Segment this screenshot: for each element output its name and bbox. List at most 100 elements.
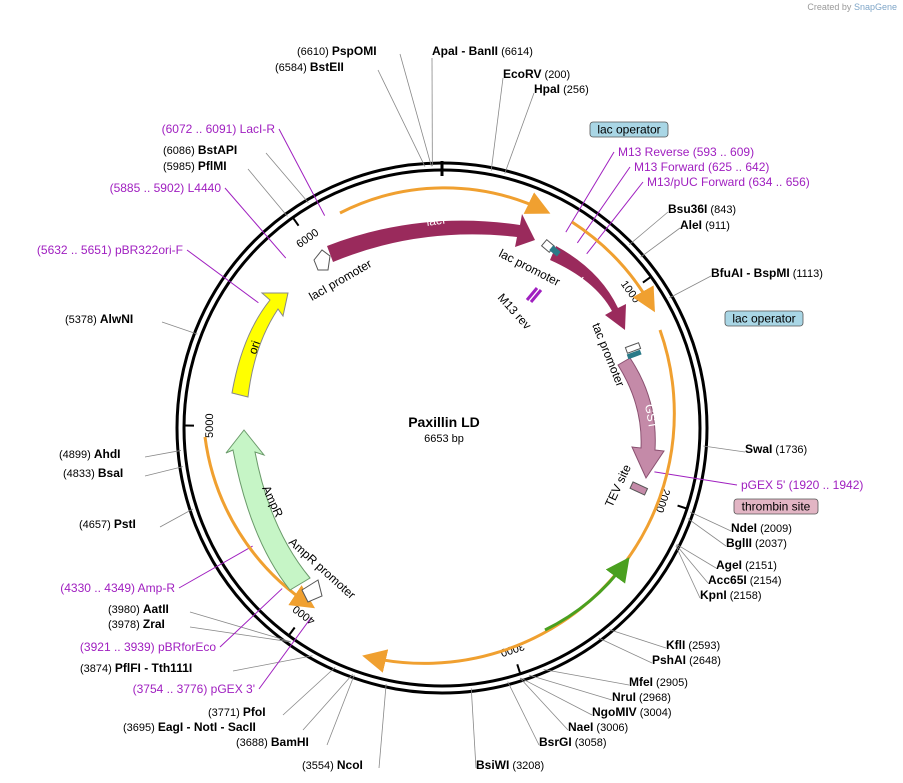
primer-leader-line <box>186 249 259 304</box>
feature-GST <box>617 357 665 480</box>
enzyme-site[interactable]: (3695) EagI - NotI - SacII <box>123 720 256 734</box>
primer-label[interactable]: (6072 .. 6091) LacI-R <box>162 122 276 136</box>
primer-label[interactable]: (4330 .. 4349) Amp-R <box>60 581 175 595</box>
misc-feature-box[interactable] <box>733 498 819 515</box>
enzyme-site[interactable]: (3771) PfoI <box>208 705 266 719</box>
orf-arc-green <box>544 557 630 632</box>
enzyme-site[interactable]: Acc65I (2154) <box>708 573 782 587</box>
enzyme-leader-line <box>687 518 727 547</box>
feature-lacZa-label: lacZα <box>574 275 604 306</box>
primer-label[interactable]: pGEX 5' (1920 .. 1942) <box>741 478 863 492</box>
enzyme-site[interactable]: PshAI (2648) <box>652 653 721 667</box>
enzyme-site[interactable]: (3688) BamHI <box>236 735 309 749</box>
enzyme-site[interactable]: (5378) AlwNI <box>65 312 133 326</box>
enzyme-leader-line <box>669 275 712 299</box>
enzyme-leader-line <box>609 629 667 649</box>
enzyme-site[interactable]: (4657) PstI <box>79 517 136 531</box>
feature-lacI <box>327 214 535 262</box>
enzyme-site[interactable]: BglII (2037) <box>726 536 787 550</box>
primer-label[interactable]: (3921 .. 3939) pBRforEco <box>80 640 216 654</box>
feature-GST-label: GST <box>642 403 660 430</box>
primer-labels: (6072 .. 6091) LacI-R (5885 .. 5902) L444… <box>37 122 863 696</box>
feature-lacI-label: lacI <box>425 213 445 229</box>
enzyme-site[interactable]: BfuAI - BspMI (1113) <box>711 266 823 280</box>
enzyme-leader-line <box>628 211 669 246</box>
enzyme-site[interactable]: (6610) PspOMI <box>297 44 377 58</box>
enzyme-leader-line <box>676 544 717 569</box>
feature-ori-label: ori <box>246 339 263 356</box>
enzyme-site[interactable]: (3980) AatII <box>108 602 169 616</box>
primer-label[interactable]: M13 Forward (625 .. 642) <box>634 160 769 174</box>
enzyme-site[interactable]: BsiWI (3208) <box>476 758 544 772</box>
tick-mark <box>677 504 687 510</box>
primer-label[interactable]: M13 Reverse (593 .. 609) <box>618 145 754 159</box>
enzyme-leader-line <box>703 445 746 453</box>
primer-label[interactable]: (3754 .. 3776) pGEX 3' <box>133 682 255 696</box>
enzyme-site[interactable]: Bsu36I (843) <box>668 202 736 216</box>
enzyme-site[interactable]: AgeI (2151) <box>716 558 777 572</box>
enzyme-site[interactable]: MfeI (2905) <box>629 675 688 689</box>
enzyme-leader-line <box>159 508 194 528</box>
enzyme-site[interactable]: NgoMIV (3004) <box>592 705 672 719</box>
primer-label[interactable]: (5632 .. 5651) pBR322ori-F <box>37 243 183 257</box>
TEV-site-marker <box>629 481 649 496</box>
feature-AmpR <box>225 429 311 591</box>
enzyme-site[interactable]: ApaI - BanII (6614) <box>432 44 533 58</box>
tick-mark <box>288 626 296 636</box>
credit-text: Created by SnapGene <box>807 2 897 12</box>
enzyme-leader-line <box>377 69 426 167</box>
enzyme-site[interactable]: (4899) AhdI <box>59 447 121 461</box>
enzyme-leader-line <box>144 466 183 477</box>
enzyme-leader-line <box>302 674 353 731</box>
enzyme-site[interactable]: BsrGI (3058) <box>539 735 607 749</box>
enzyme-site[interactable]: (3978) ZraI <box>108 617 165 631</box>
tick-mark <box>516 663 521 674</box>
enzyme-leader-line <box>528 674 613 701</box>
enzyme-site[interactable]: (6086) BstAPI <box>163 143 237 157</box>
tick-mark <box>642 276 651 284</box>
tick-label: 5000 <box>204 413 216 438</box>
enzyme-site[interactable]: (5985) PflMI <box>163 159 227 173</box>
tick-label: 6000 <box>294 227 321 251</box>
primer-leader-line <box>258 618 311 690</box>
AmpR-promoter-arrow <box>301 579 323 603</box>
enzyme-site[interactable]: NruI (2968) <box>612 690 671 704</box>
primer-leader-line <box>224 187 287 259</box>
feature-lacZa <box>550 246 626 330</box>
enzyme-site[interactable]: HpaI (256) <box>534 82 589 96</box>
misc-feature-box[interactable] <box>724 310 804 327</box>
M13-rev-arrow <box>525 287 543 303</box>
enzyme-leader-line <box>161 321 198 335</box>
enzyme-leader-line <box>326 674 355 746</box>
primer-leader-line <box>278 128 326 216</box>
enzyme-site[interactable]: NdeI (2009) <box>731 521 792 535</box>
enzyme-site[interactable]: (6584) BstEII <box>275 60 344 74</box>
tac-promoter-marker <box>624 342 642 354</box>
primer-leader-line <box>178 545 253 589</box>
enzyme-site[interactable]: KflI (2593) <box>666 638 720 652</box>
enzyme-leader-line <box>399 53 432 167</box>
enzyme-site[interactable]: (3874) PflFI - Tth111I <box>80 661 192 675</box>
enzyme-leader-line <box>189 626 291 643</box>
enzyme-site[interactable]: SwaI (1736) <box>745 442 807 456</box>
primer-leader-line <box>219 588 283 648</box>
enzyme-leader-line <box>507 681 540 746</box>
snapgene-brand: SnapGene <box>853 2 897 12</box>
enzyme-leader-line <box>144 450 182 458</box>
tac-operator-marker <box>626 349 642 360</box>
enzyme-site[interactable]: (4833) BsaI <box>63 466 123 480</box>
lacI-promoter-arrow <box>313 249 331 271</box>
primer-label[interactable]: (5885 .. 5902) L4440 <box>110 181 222 195</box>
enzyme-site[interactable]: EcoRV (200) <box>503 67 570 81</box>
enzyme-site[interactable]: KpnI (2158) <box>700 588 762 602</box>
enzyme-site[interactable]: (3554) NcoI <box>302 758 363 772</box>
enzyme-site[interactable]: NaeI (3006) <box>568 720 628 734</box>
primer-label[interactable]: M13/pUC Forward (634 .. 656) <box>647 175 810 189</box>
misc-feature-box[interactable] <box>589 121 669 138</box>
enzyme-site[interactable]: AleI (911) <box>680 218 730 232</box>
misc-feature-label: thrombin site <box>742 500 811 514</box>
plasmid-name: Paxillin LD <box>408 414 480 430</box>
